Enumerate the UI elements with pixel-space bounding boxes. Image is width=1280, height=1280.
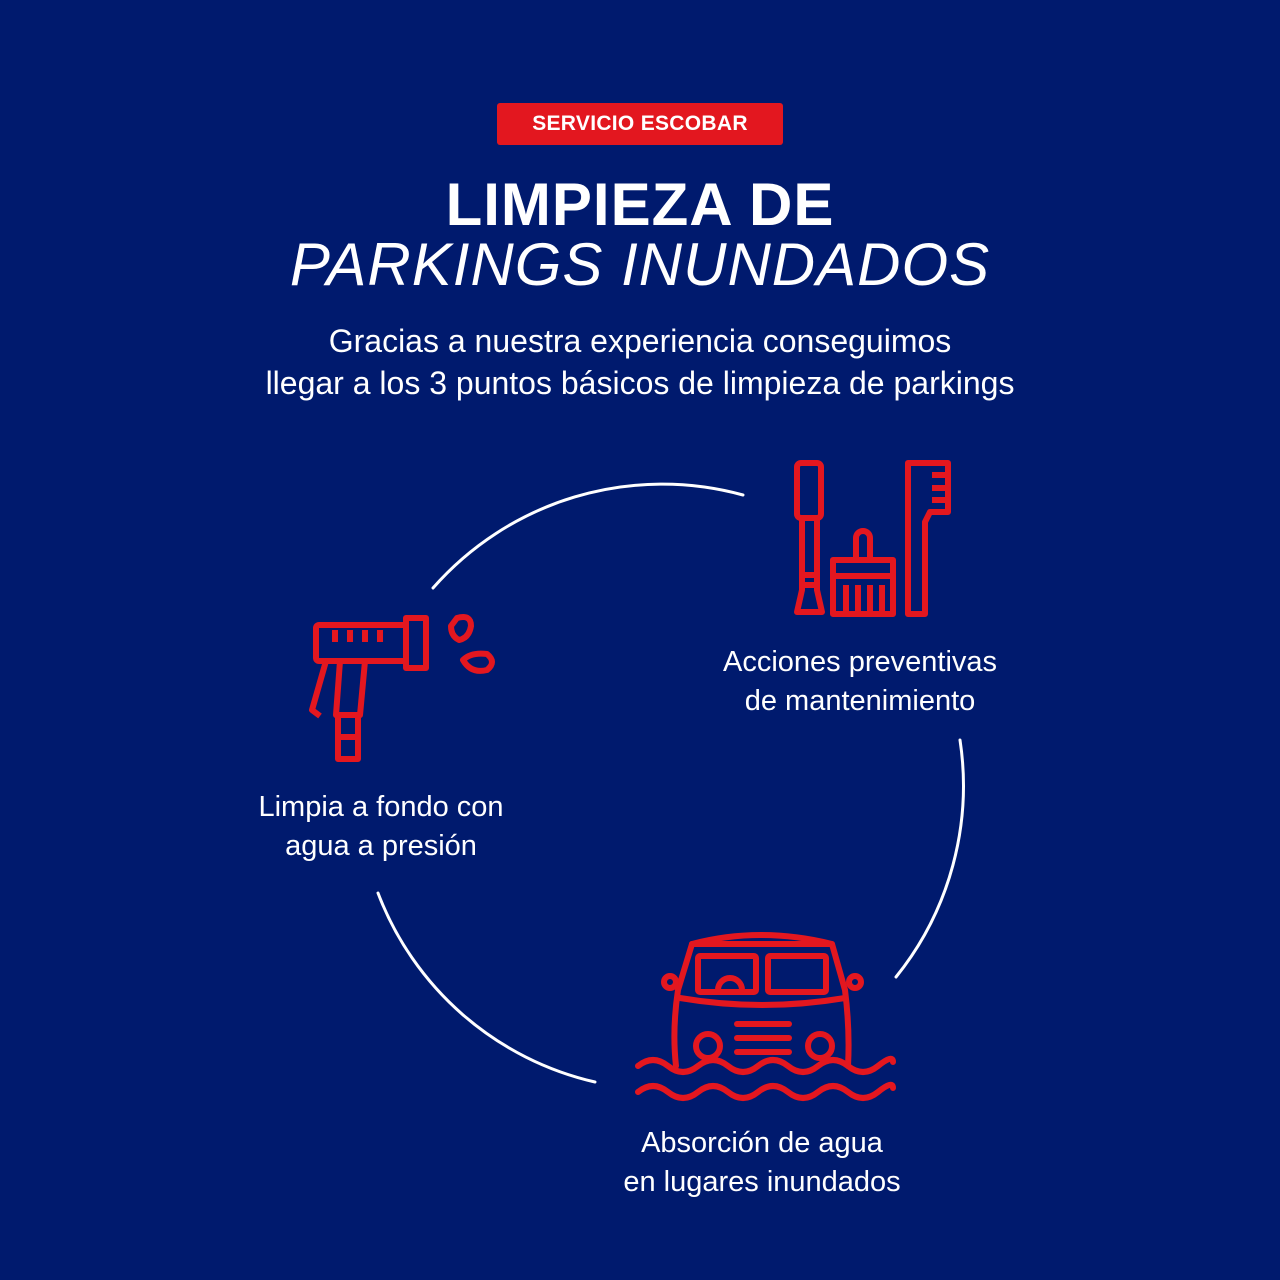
step-label-line: de mantenimiento bbox=[744, 685, 976, 717]
step-label-line: Absorción de agua bbox=[641, 1127, 883, 1159]
cycle-arc-right bbox=[894, 738, 965, 979]
subtitle-line-1: Gracias a nuestra experiencia conseguimo… bbox=[328, 323, 952, 359]
pressure-washer-icon bbox=[309, 614, 495, 762]
flooded-van-icon bbox=[635, 932, 896, 1101]
step-label-line: en lugares inundados bbox=[623, 1166, 901, 1198]
subtitle-line-2: llegar a los 3 puntos básicos de limpiez… bbox=[265, 365, 1015, 401]
step-label-pressure: Limpia a fondo con agua a presión bbox=[181, 788, 581, 866]
brushes-icon bbox=[794, 460, 951, 617]
step-label-line: Limpia a fondo con bbox=[258, 791, 504, 823]
cycle-arc-left bbox=[376, 891, 597, 1084]
service-badge: SERVICIO ESCOBAR bbox=[497, 103, 783, 145]
step-label-line: Acciones preventivas bbox=[722, 646, 998, 678]
subtitle: Gracias a nuestra experiencia conseguimo… bbox=[0, 320, 1280, 404]
cycle-arcs bbox=[376, 482, 965, 1084]
title-line-2: PARKINGS INUNDADOS bbox=[289, 231, 991, 298]
step-label-absorption: Absorción de agua en lugares inundados bbox=[562, 1124, 962, 1202]
step-label-line: agua a presión bbox=[285, 830, 477, 862]
cycle-arc-top bbox=[431, 482, 745, 590]
step-label-preventive: Acciones preventivas de mantenimiento bbox=[660, 643, 1060, 721]
title-line-1: LIMPIEZA DE bbox=[445, 171, 835, 238]
